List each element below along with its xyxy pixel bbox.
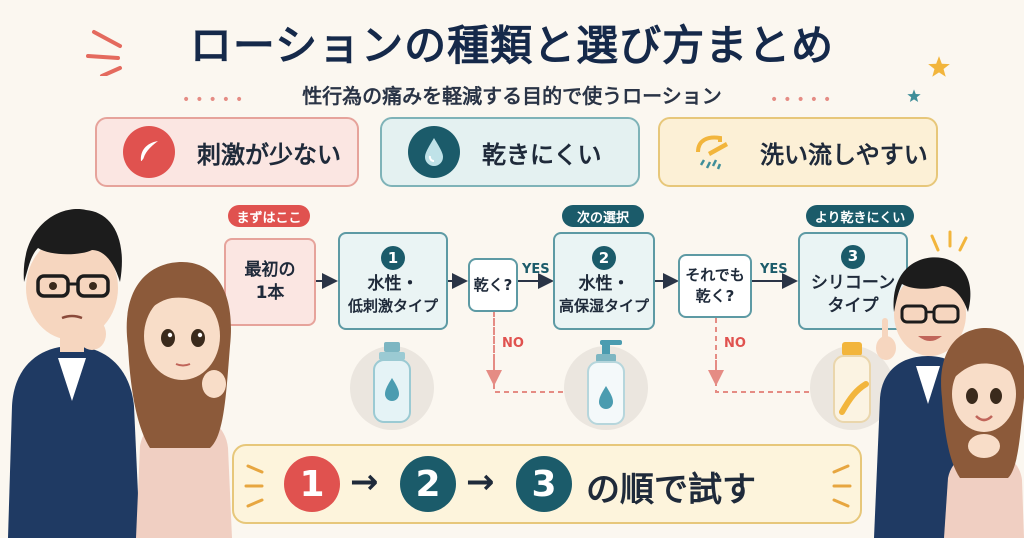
feature-label: 刺激が少ない [197, 140, 341, 169]
feature-card-rinse: 洗い流しやすい [658, 117, 938, 187]
tag-second: 次の選択 [562, 205, 644, 227]
shower-icon [696, 135, 728, 170]
feature-icon-circle [686, 126, 738, 178]
couple-thinking-illustration [8, 209, 232, 538]
couple-happy-illustration [874, 230, 1024, 538]
feather-icon [139, 141, 158, 165]
step-line2: タイプ [827, 295, 879, 316]
question-text: 乾く? [695, 287, 735, 305]
step-line1: 水性・ [367, 273, 419, 294]
question-still-dry-box: それでも 乾く? [678, 254, 752, 318]
tag-third: より乾きにくい [806, 205, 914, 227]
step-1-box: 1 水性・ 低刺激タイプ [338, 232, 448, 330]
step-number: 2 [592, 245, 616, 270]
sparkle-lines-left [86, 30, 122, 76]
step-line2: 低刺激タイプ [347, 296, 438, 315]
bottle-2-icon [564, 340, 648, 430]
question-text: それでも [685, 266, 745, 284]
bottle-1-icon [350, 342, 434, 430]
question-text: 乾く? [473, 275, 513, 294]
feature-icon-circle [123, 126, 175, 178]
bottle-3-icon [810, 342, 894, 430]
arrow-right-icon: → [350, 462, 379, 502]
yes-label: YES [760, 262, 788, 277]
no-label: NO [724, 336, 746, 351]
feature-card-gentle: 刺激が少ない [95, 117, 359, 187]
question-dry-box: 乾く? [468, 258, 518, 312]
sparkle-lines-left [244, 464, 264, 508]
step-2-box: 2 水性・ 高保湿タイプ [553, 232, 655, 330]
start-box: 最初の 1本 [224, 238, 316, 326]
step-number: 3 [841, 244, 865, 269]
page-title: ローションの種類と選び方まとめ [189, 21, 835, 70]
sparkle-lines-right [832, 464, 852, 508]
step-number: 1 [381, 245, 405, 270]
step-line2: 高保湿タイプ [558, 296, 649, 315]
small-star-icon [907, 89, 921, 102]
subtitle-dots-left: ••••• [182, 92, 249, 108]
feature-icon-circle [408, 126, 460, 178]
arrow-right-icon: → [466, 462, 495, 502]
water-drop-icon [425, 138, 443, 166]
feature-label: 洗い流しやすい [760, 140, 928, 169]
start-line2: 1本 [255, 283, 285, 303]
no-label: NO [502, 336, 524, 351]
feature-label: 乾きにくい [482, 140, 602, 169]
banner-number-3: 3 [516, 456, 572, 512]
page-subtitle: 性行為の痛みを軽減する目的で使うローション [302, 84, 722, 108]
step-line1: シリコーン [810, 272, 896, 293]
feature-card-moist: 乾きにくい [380, 117, 640, 187]
order-banner: 1 → 2 → 3 の順で試す [232, 444, 862, 524]
yes-label: YES [522, 262, 550, 277]
step-3-box: 3 シリコーン タイプ [798, 232, 908, 330]
banner-number-2: 2 [400, 456, 456, 512]
banner-number-1: 1 [284, 456, 340, 512]
banner-text: の順で試す [586, 470, 756, 510]
step-line1: 水性・ [578, 273, 630, 294]
tag-first: まずはここ [228, 205, 310, 227]
star-icon [928, 56, 950, 77]
subtitle-dots-right: ••••• [770, 92, 837, 108]
start-line1: 最初の [244, 260, 296, 281]
